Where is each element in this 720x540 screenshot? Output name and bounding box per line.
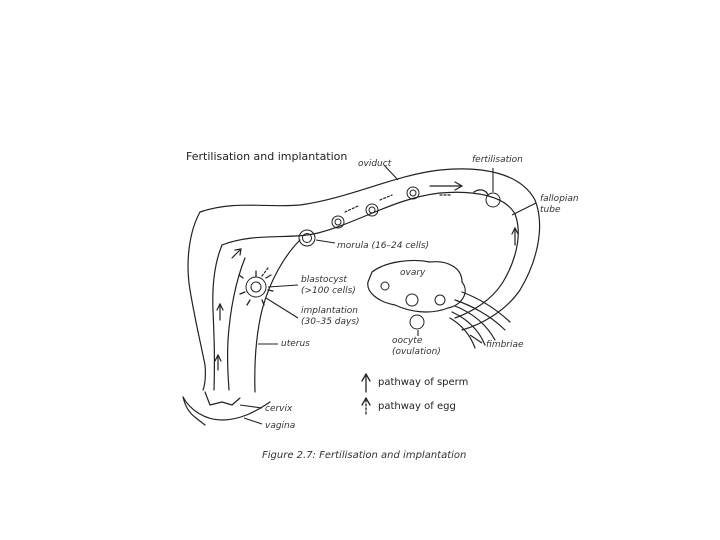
oviduct-inner-wall <box>221 191 519 319</box>
leader-implantation <box>265 297 299 319</box>
label-ovary: ovary <box>400 268 426 278</box>
ovary-outline <box>367 259 466 313</box>
vagina-outline <box>182 396 206 426</box>
label-morula: morula (16–24 cells) <box>337 241 430 251</box>
leader-cervix <box>239 404 263 409</box>
label-fimbriae: fimbriae <box>486 340 524 350</box>
legend-egg-label: pathway of egg <box>378 401 456 412</box>
ovary-follicle-3 <box>380 281 390 291</box>
uterus-cavity-right <box>226 257 246 391</box>
legend-sperm-label: pathway of sperm <box>378 377 469 388</box>
label-vagina: vagina <box>265 421 296 431</box>
ovary-follicle-1 <box>405 293 419 307</box>
leader-oviduct <box>383 164 399 181</box>
label-uterus: uterus <box>281 339 310 349</box>
label-oocyte: oocyte (ovulation) <box>392 336 441 357</box>
ovary-follicle-2 <box>434 294 446 306</box>
uterus-cavity-left <box>212 244 223 391</box>
label-fallopian-tube: fallopian tube <box>540 194 579 215</box>
fertilised-egg <box>485 192 501 208</box>
label-fertilisation: fertilisation <box>472 155 523 165</box>
leader-vagina <box>243 417 263 425</box>
label-implantation: implantation (30–35 days) <box>301 306 360 327</box>
cervix-outline <box>182 396 271 421</box>
leader-fimbriae <box>469 334 483 344</box>
leader-morula <box>315 239 336 244</box>
leader-blastocyst <box>267 284 299 288</box>
embryo-stage-1 <box>406 186 420 200</box>
label-blastocyst: blastocyst (>100 cells) <box>301 275 356 296</box>
oviduct-outer-wall <box>199 168 541 331</box>
embryo-stage-2 <box>365 203 379 217</box>
figure-caption: Figure 2.7: Fertilisation and implantati… <box>262 450 467 461</box>
blastocyst <box>245 276 267 298</box>
uterus-wall-left <box>187 211 206 391</box>
label-cervix: cervix <box>265 404 293 414</box>
oocyte <box>409 314 425 330</box>
embryo-stage-3 <box>331 215 345 229</box>
label-oviduct: oviduct <box>358 159 392 169</box>
diagram-title: Fertilisation and implantation <box>186 150 348 163</box>
leader-fallopian-tube <box>511 202 537 216</box>
uterus-wall-right <box>254 239 301 393</box>
morula <box>298 229 316 247</box>
